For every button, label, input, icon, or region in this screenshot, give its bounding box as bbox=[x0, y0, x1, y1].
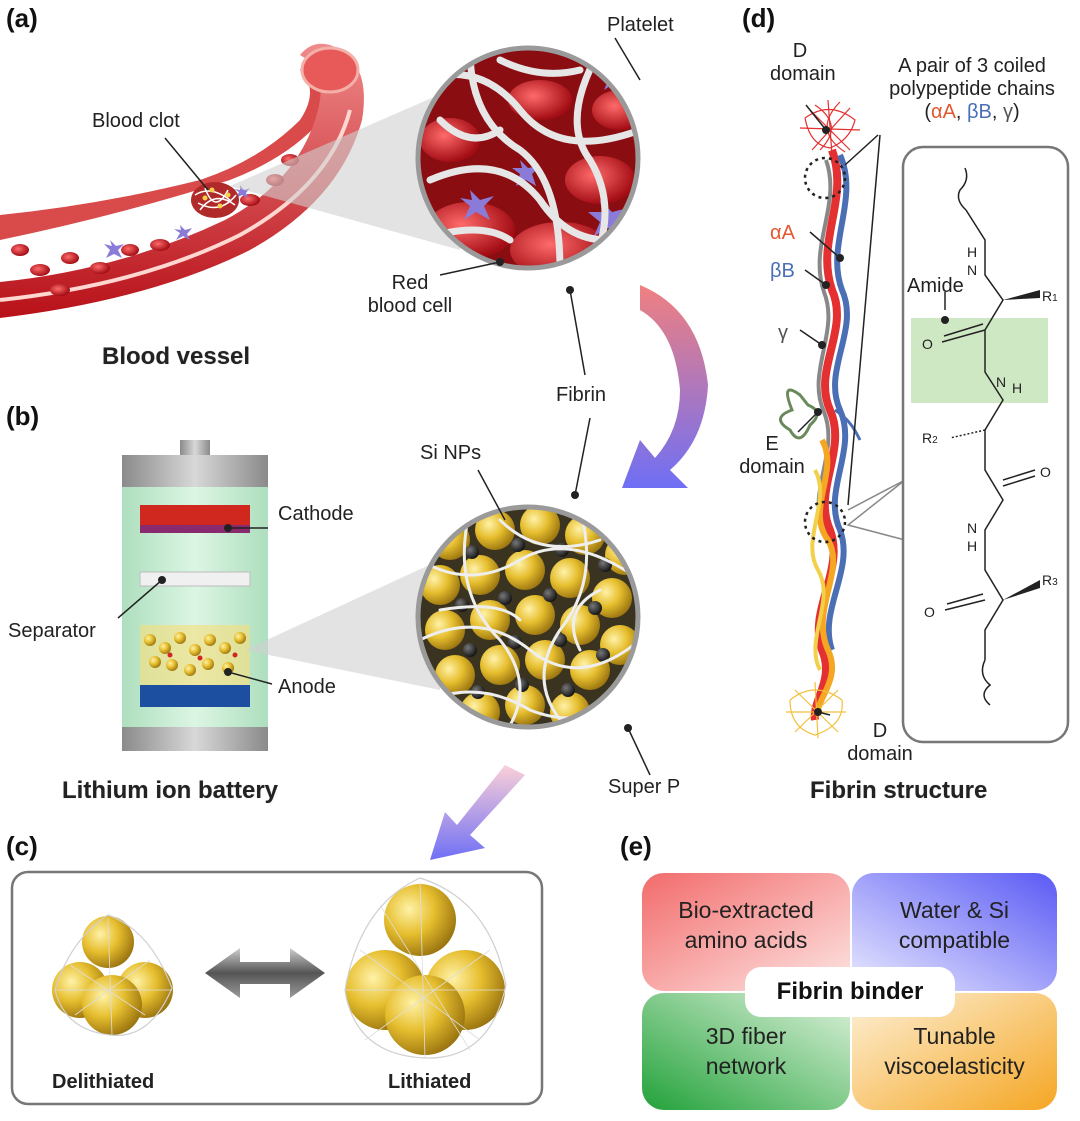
d-domain-bottom-label: D domain bbox=[847, 720, 913, 765]
clot-zoom-circle bbox=[415, 37, 641, 376]
separator-label: Separator bbox=[8, 620, 96, 642]
cathode-label: Cathode bbox=[278, 503, 354, 525]
zoom-cone-b bbox=[245, 560, 440, 690]
lithiated-particles bbox=[344, 877, 507, 1059]
panel-label-e: (e) bbox=[620, 831, 652, 861]
alpha-a-label: αA bbox=[770, 222, 795, 244]
battery-illustration bbox=[117, 440, 273, 751]
beta-b-legend: βB bbox=[967, 101, 992, 123]
chain-legend: (αA, βB, γ) bbox=[924, 101, 1020, 123]
lithium-ion-battery-caption: Lithium ion battery bbox=[62, 777, 278, 804]
super-p-label: Super P bbox=[608, 776, 681, 798]
zoom-cone-a bbox=[230, 90, 460, 250]
atom-h3: H bbox=[967, 538, 978, 554]
fibrin-label: Fibrin bbox=[556, 384, 607, 406]
atom-o3: O bbox=[924, 604, 935, 620]
anode-label: Anode bbox=[278, 676, 336, 698]
atom-r1: R1 bbox=[1042, 288, 1058, 304]
arrow-clot-to-anode bbox=[622, 285, 708, 488]
atom-o1: O bbox=[922, 336, 933, 352]
fibrin-binder-center-label: Fibrin binder bbox=[745, 967, 955, 1017]
peptide-structure bbox=[901, 145, 1070, 744]
delithiated-particles bbox=[52, 914, 173, 1037]
arrow-anode-to-particles bbox=[430, 765, 525, 860]
quadrant-bio-extracted: Bio-extracted amino acids bbox=[678, 897, 814, 953]
atom-n2: N bbox=[996, 374, 1007, 390]
gamma-legend: γ bbox=[1003, 101, 1013, 123]
atom-n3: N bbox=[967, 520, 978, 536]
d-domain-top-label: D domain bbox=[770, 40, 836, 85]
blood-vessel-caption: Blood vessel bbox=[102, 343, 251, 370]
amide-label: Amide bbox=[907, 275, 964, 297]
red-blood-cell-label: Red blood cell bbox=[367, 272, 453, 317]
si-nps-label: Si NPs bbox=[420, 442, 482, 464]
atom-r3: R3 bbox=[1042, 572, 1058, 588]
panel-label-b: (b) bbox=[6, 401, 40, 431]
quadrant-tunable-viscoelasticity: Tunable viscoelasticity bbox=[884, 1023, 1025, 1079]
beta-b-label: βB bbox=[770, 260, 795, 282]
fibrin-structure-caption: Fibrin structure bbox=[810, 777, 988, 804]
atom-o2: O bbox=[1040, 464, 1051, 480]
alpha-a-legend: αA bbox=[931, 101, 956, 123]
coiled-chains-label: A pair of 3 coiled polypeptide chains (α… bbox=[868, 55, 1076, 124]
atom-n1: N bbox=[967, 262, 978, 278]
lithiated-label: Lithiated bbox=[388, 1071, 472, 1093]
delithiated-label: Delithiated bbox=[52, 1071, 155, 1093]
quadrant-3d-fiber-network: 3D fiber network bbox=[705, 1023, 787, 1079]
fibrin-molecule bbox=[779, 99, 881, 739]
atom-r2: R2 bbox=[922, 430, 938, 446]
e-domain-label: E domain bbox=[739, 433, 805, 478]
anode-zoom-circle bbox=[415, 417, 651, 776]
panel-label-a: (a) bbox=[6, 3, 38, 33]
panel-label-d: (d) bbox=[742, 3, 776, 33]
platelet-label: Platelet bbox=[607, 14, 674, 36]
blood-clot-label: Blood clot bbox=[92, 110, 180, 132]
binder-quadrants bbox=[642, 873, 1057, 1110]
gamma-label: γ bbox=[778, 322, 788, 344]
zoom-lines-d bbox=[846, 479, 906, 541]
atom-h2: H bbox=[1012, 380, 1023, 396]
quadrant-water-si-compatible: Water & Si compatible bbox=[898, 897, 1011, 953]
atom-h1: H bbox=[967, 244, 978, 260]
reversible-arrow bbox=[205, 948, 325, 998]
panel-label-c: (c) bbox=[6, 831, 38, 861]
